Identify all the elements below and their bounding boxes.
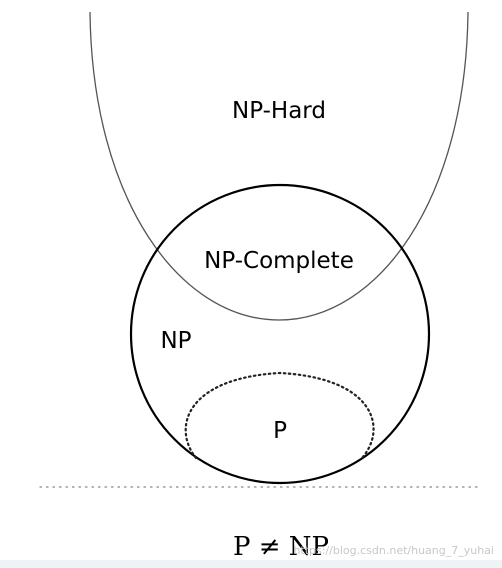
- bottom-band: [0, 560, 502, 568]
- np-label: NP: [160, 328, 191, 354]
- p-not-equal-np-formula: P ≠ NP: [233, 532, 329, 562]
- watermark-text: https://blog.csdn.net/huang_7_yuhai: [293, 544, 494, 557]
- np-complete-label: NP-Complete: [204, 248, 354, 274]
- np-hard-label: NP-Hard: [232, 98, 326, 124]
- p-label: P: [273, 418, 287, 444]
- np-circle: [129, 183, 431, 485]
- p-dotted-boundary: [184, 371, 375, 460]
- np-hard-boundary: [89, 11, 469, 321]
